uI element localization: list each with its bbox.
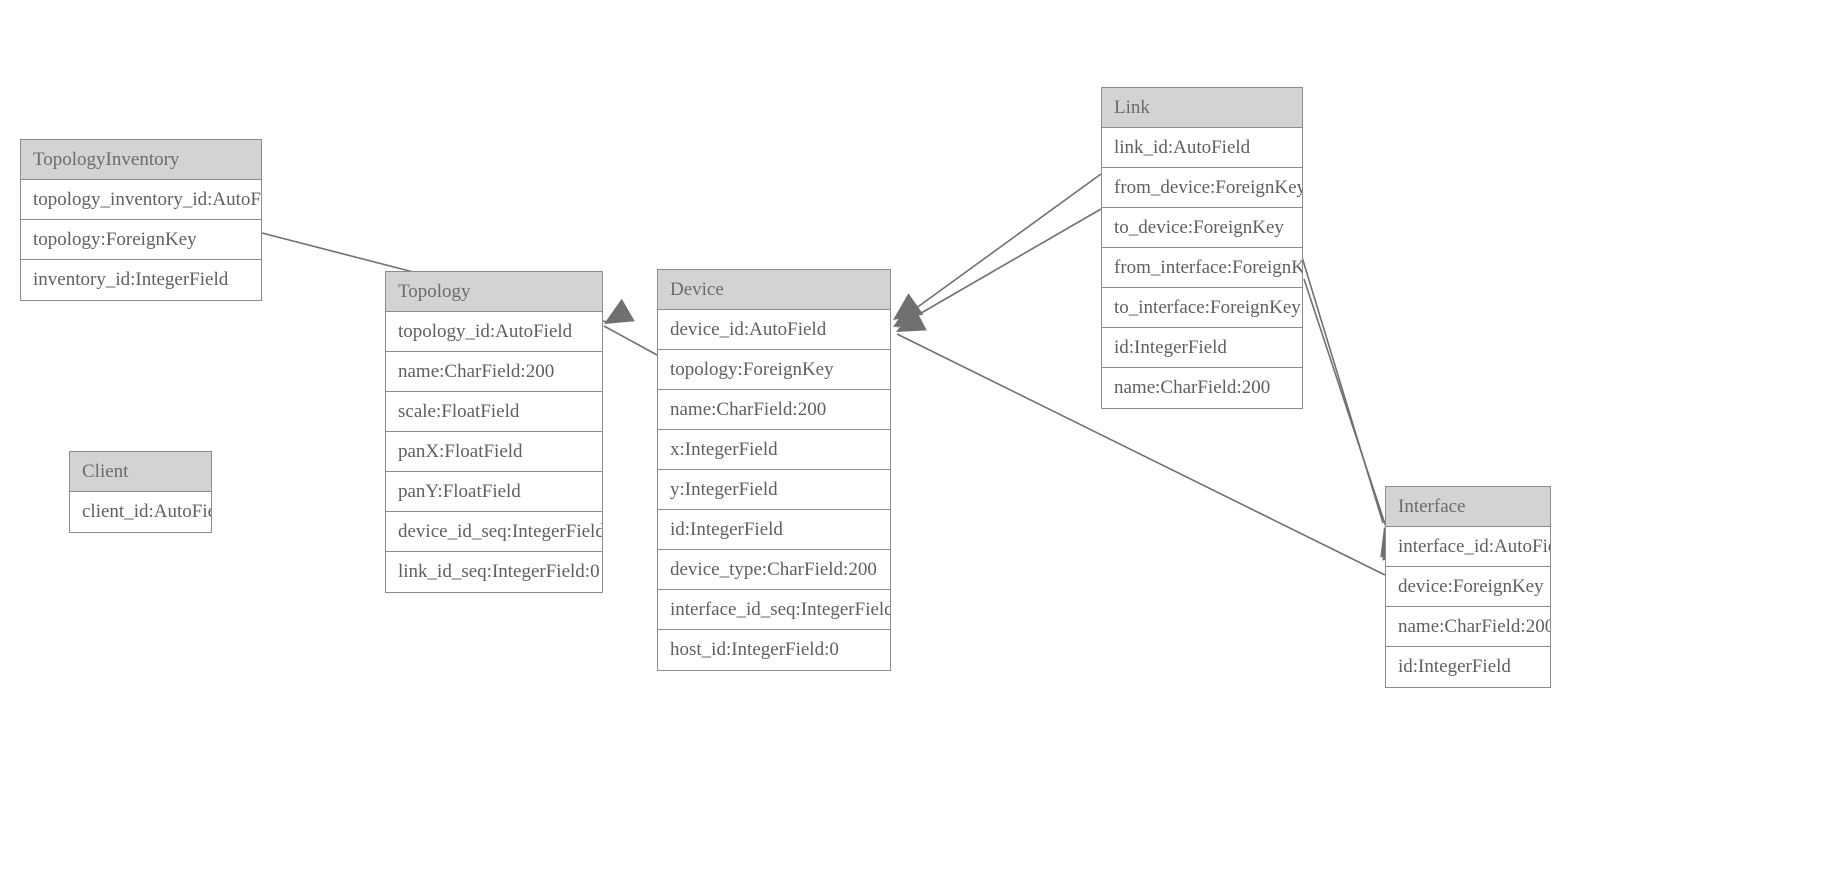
entity-field: panX:FloatField	[386, 432, 602, 472]
entity-field: to_interface:ForeignKey	[1102, 288, 1302, 328]
entity-field: from_interface:ForeignKey	[1102, 248, 1302, 288]
relationship-link-to_device	[893, 208, 1102, 328]
entity-field: device_type:CharField:200	[658, 550, 890, 590]
entity-field: topology_inventory_id:AutoField	[21, 180, 261, 220]
entity-field: y:IntegerField	[658, 470, 890, 510]
relationship-arrowhead	[604, 298, 635, 324]
entity-field: name:CharField:200	[1114, 377, 1271, 398]
entity-field: host_id:IntegerField:0	[670, 639, 839, 660]
entity-title-topology: Topology	[386, 272, 602, 312]
entity-field: interface_id_seq:IntegerField:0	[658, 590, 890, 630]
entity-field: id:IntegerField	[658, 510, 890, 550]
entity-title-link: Link	[1102, 88, 1302, 128]
entity-field: link_id_seq:IntegerField:0	[398, 561, 600, 582]
entity-field: name:CharField:200	[386, 352, 602, 392]
entity-field: name:CharField:200	[658, 390, 890, 430]
entity-field: name:CharField:200	[1386, 607, 1550, 647]
entity-field: scale:FloatField	[386, 392, 602, 432]
relationship-line	[1297, 243, 1384, 524]
relationship-line	[896, 208, 1102, 328]
entity-field: topology:ForeignKey	[658, 350, 890, 390]
relationship-arrowhead	[893, 301, 924, 327]
relationship-line	[603, 325, 658, 356]
entity-client[interactable]: Client client_id:AutoField	[69, 451, 212, 533]
entity-title-interface: Interface	[1386, 487, 1550, 527]
entity-field: panY:FloatField	[386, 472, 602, 512]
entity-field: device_id_seq:IntegerField:0	[386, 512, 602, 552]
relationship-line	[896, 173, 1102, 323]
entity-field: device:ForeignKey	[1386, 567, 1550, 607]
entity-field: topology:ForeignKey	[21, 220, 261, 260]
relationship-line	[1303, 278, 1387, 528]
entity-field: inventory_id:IntegerField	[33, 269, 229, 290]
relationship-link-from_device	[893, 173, 1102, 323]
entity-field: interface_id:AutoField	[1386, 527, 1550, 567]
entity-field: client_id:AutoField	[82, 501, 211, 522]
entity-field: from_device:ForeignKey	[1102, 168, 1302, 208]
entity-field: x:IntegerField	[658, 430, 890, 470]
entity-title-topology_inventory: TopologyInventory	[21, 140, 261, 180]
entity-interface[interactable]: Interfaceinterface_id:AutoFielddevice:Fo…	[1385, 486, 1551, 688]
entity-field: id:IntegerField	[1102, 328, 1302, 368]
entity-field: topology_id:AutoField	[386, 312, 602, 352]
entity-title-device: Device	[658, 270, 890, 310]
entity-field: link_id:AutoField	[1102, 128, 1302, 168]
entity-field: device_id:AutoField	[658, 310, 890, 350]
relationship-device-topology	[603, 298, 658, 356]
relationship-arrowhead	[896, 307, 927, 332]
entity-field: id:IntegerField	[1398, 656, 1511, 677]
relationship-arrowhead	[893, 293, 924, 320]
entity-field: to_device:ForeignKey	[1102, 208, 1302, 248]
entity-title-client: Client	[70, 452, 211, 492]
